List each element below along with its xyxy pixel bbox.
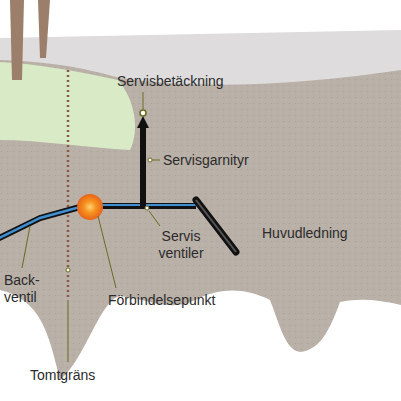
leader-line (68, 300, 69, 362)
part-label: Servisbetäckning (117, 73, 224, 90)
part-label: Servis ventiler (150, 228, 212, 262)
leader-line (98, 216, 116, 288)
part-label: Förbindelsepunkt (108, 292, 215, 309)
property-boundary (67, 70, 70, 298)
service-pipe (0, 207, 80, 240)
leader-line (152, 160, 160, 161)
tree-trunk (10, 0, 24, 80)
service-rod (140, 128, 146, 206)
service-pipe-water (0, 207, 80, 240)
part-label: Servisgarnityr (163, 152, 249, 169)
main-pipe (196, 200, 236, 252)
leader-dot (66, 268, 70, 272)
connection-point (77, 194, 103, 220)
leader-dot (140, 110, 146, 116)
service-cover (137, 116, 149, 128)
tree-trunk (38, 0, 50, 58)
leader-dot (148, 158, 152, 162)
leader-dot (145, 206, 149, 210)
part-label: Back- ventil (4, 272, 50, 306)
leader-line (22, 226, 30, 268)
part-label: Huvudledning (262, 225, 348, 242)
leader-line (143, 92, 144, 109)
main-pipe-highlight (196, 200, 236, 252)
ground-soil (0, 60, 401, 380)
leader-line (149, 211, 160, 226)
part-label: Tomtgräns (30, 367, 95, 384)
